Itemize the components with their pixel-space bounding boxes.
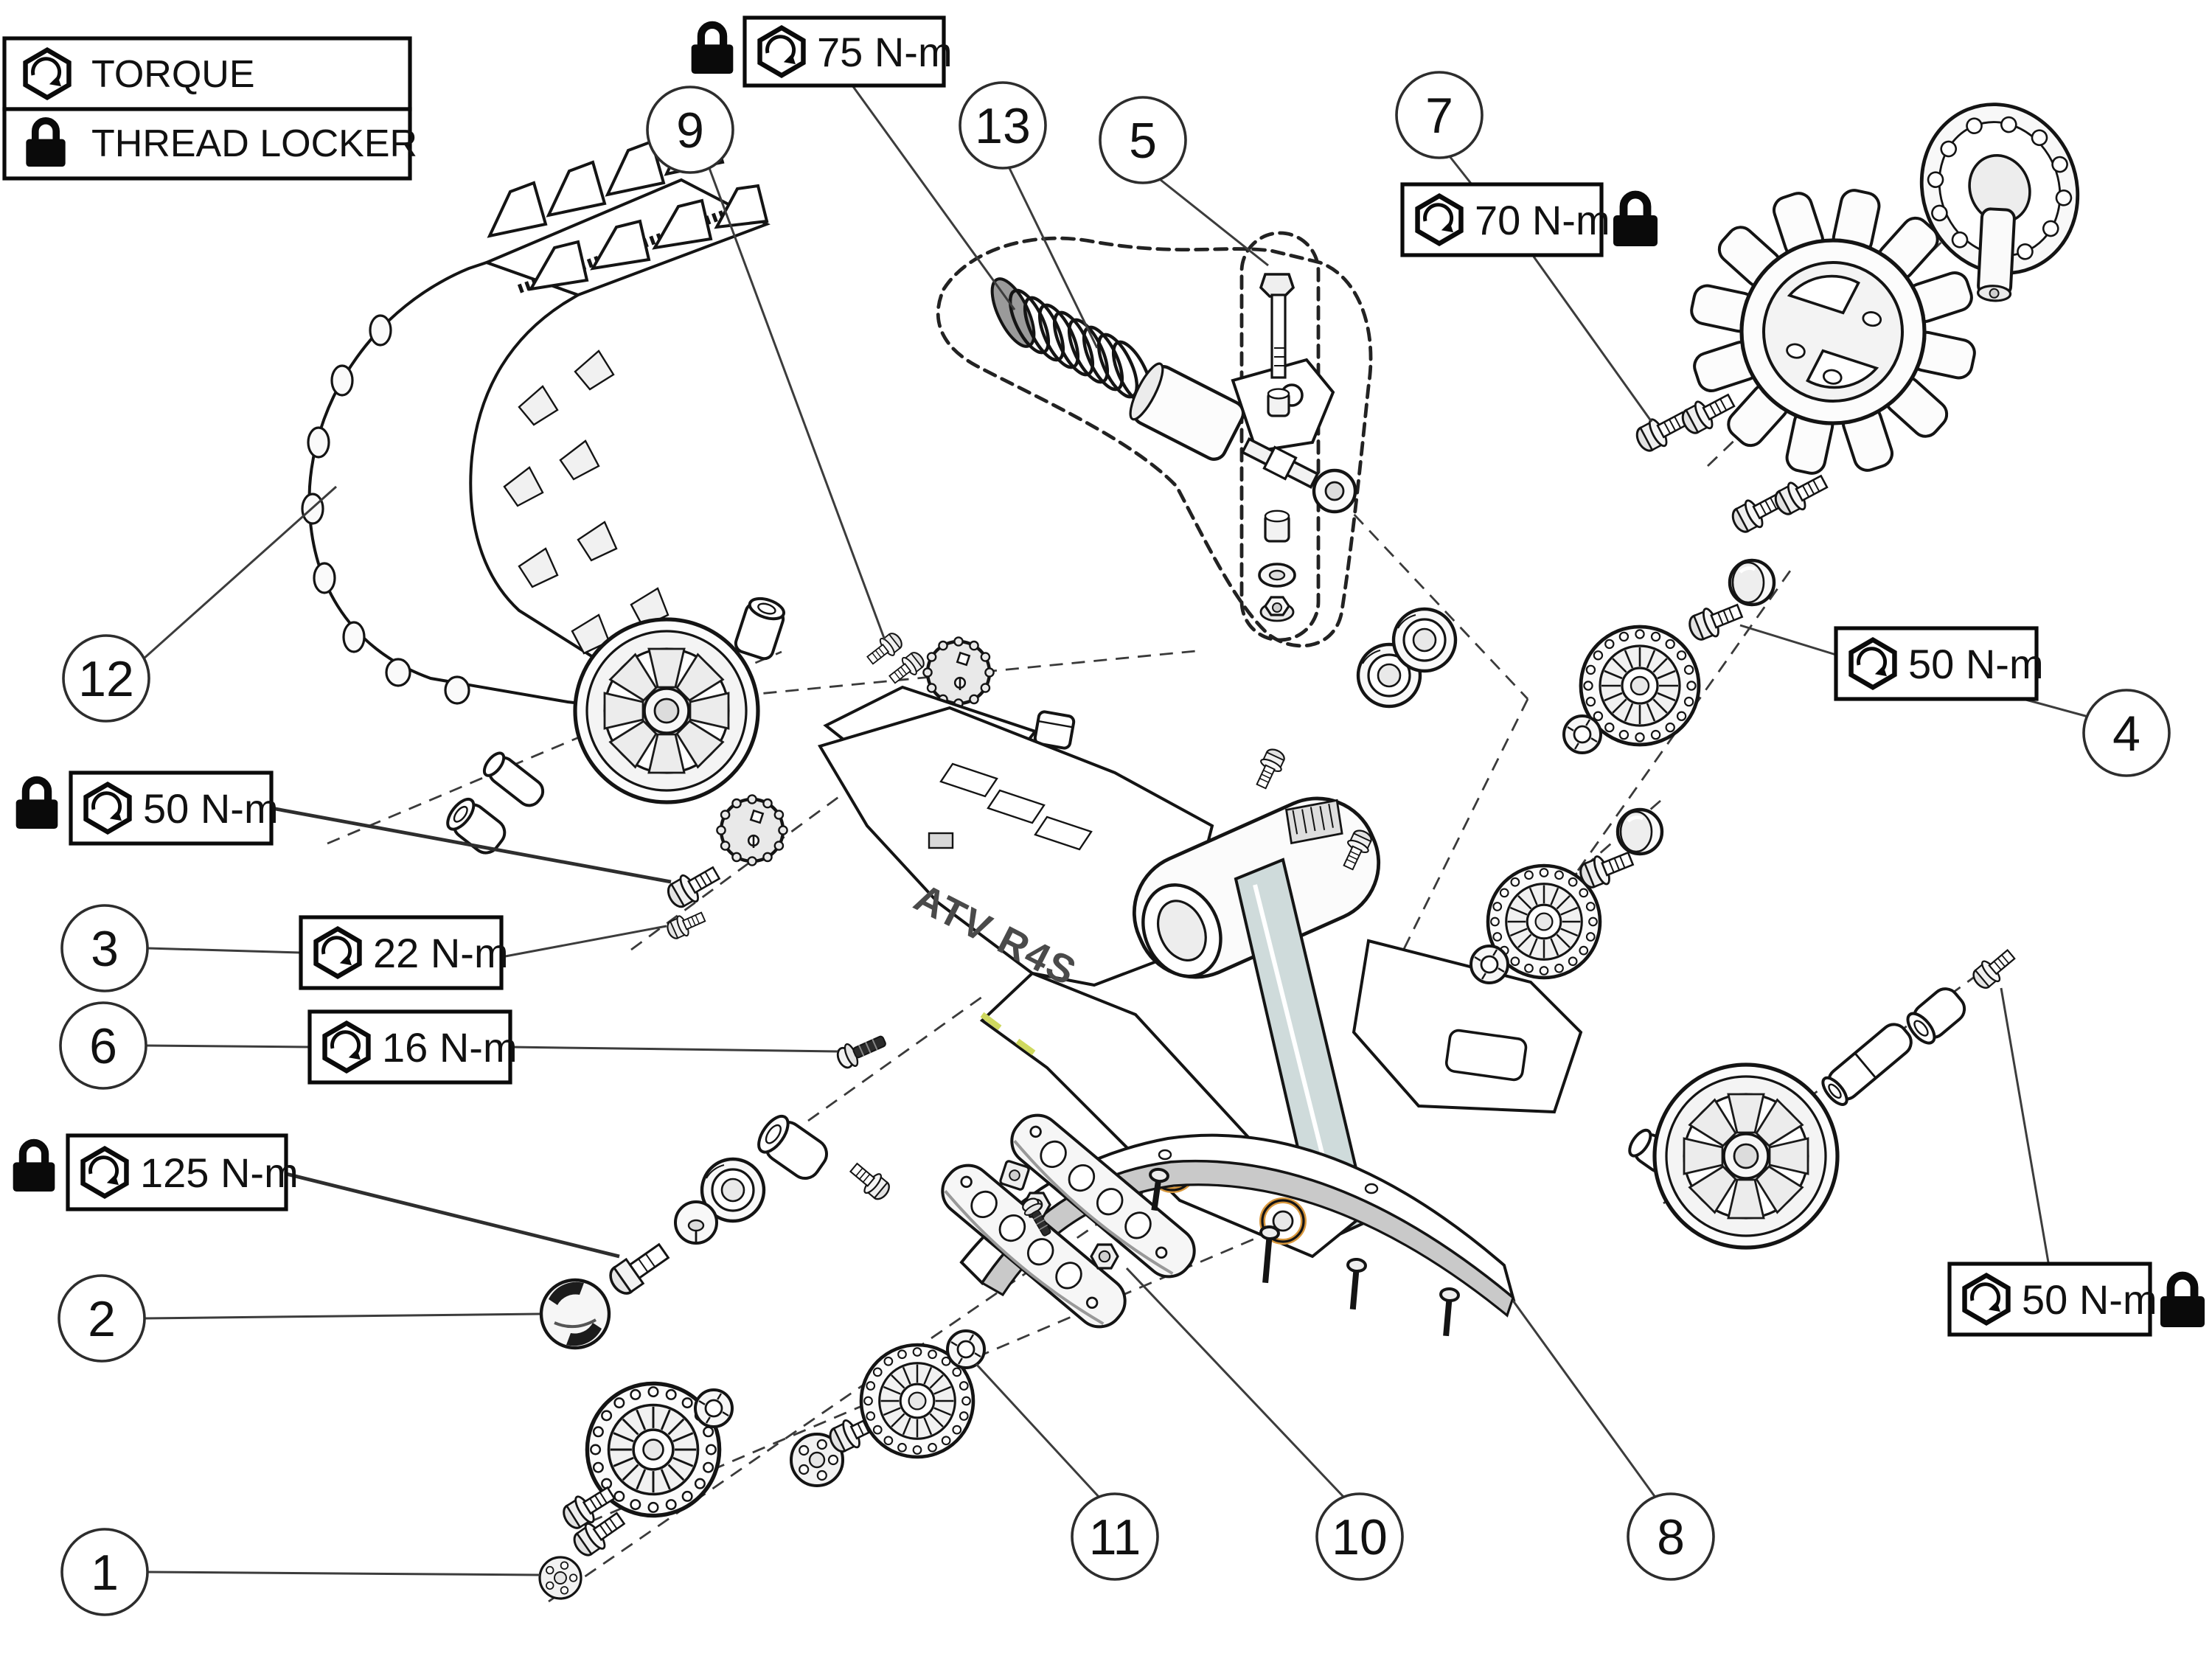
right-spacer-tube [1906,987,1966,1045]
idler-washer-lower [1470,945,1509,984]
callout-8[interactable]: 8 [1627,1492,1715,1581]
legend: TORQUE THREAD LOCKER [2,36,417,181]
svg-text:2: 2 [88,1291,116,1347]
callout-5[interactable]: 5 [1099,96,1187,184]
svg-text:7: 7 [1425,88,1453,144]
hub-cap [539,1278,611,1350]
callout-12[interactable]: 12 [62,634,150,723]
svg-text:70 N-m: 70 N-m [1475,197,1610,243]
sprocket-bolt-4 [1770,467,1832,521]
svg-text:75 N-m: 75 N-m [817,29,953,75]
torque-label-75: 75 N-m [692,15,953,88]
drive-sprocket [1687,186,1979,478]
small-sticker [928,832,954,849]
retainer-flange [538,1556,582,1600]
dome-washer [674,1200,718,1245]
tensioner-rod [1240,437,1320,489]
square-nut [999,1160,1030,1191]
idler-bolt-upper [1684,596,1747,646]
hub-washer-left [694,1388,734,1428]
key-block [1033,710,1076,750]
callout-13[interactable]: 13 [959,81,1047,170]
torque-label-16: 16 N-m [307,1009,518,1085]
svg-text:3: 3 [91,921,119,977]
tensioner-hardware [1258,273,1296,622]
torque-label-50-bottom: 50 N-m [1947,1262,2205,1337]
spacer-tube-mid [757,1114,828,1180]
bearing-race-front [1394,609,1455,671]
arm-bolt-1 [1250,745,1289,792]
swing-arm: ATV R4S [817,685,1583,1259]
swing-arm-vents [939,762,1093,851]
thread-locker-lock-icon [2160,1276,2205,1327]
svg-text:50 N-m: 50 N-m [1908,641,2044,687]
track-inner-lugs [503,349,669,655]
track-segment [301,119,771,705]
idler-washer-upper [1562,714,1602,754]
tensioner-body [1129,362,1245,461]
svg-text:9: 9 [676,102,704,159]
callout-7[interactable]: 7 [1395,71,1484,159]
svg-text:4: 4 [2112,706,2140,762]
leader-lines [142,85,2089,1576]
tensioner-assembly [936,231,1373,648]
svg-text:TORQUE: TORQUE [91,53,255,96]
legend-row-thread-locker [2,107,412,181]
callout-6[interactable]: 6 [59,1001,147,1090]
legend-row-torque [2,36,412,111]
hex-nut-2 [1090,1243,1119,1270]
torque-label-125: 125 N-m [13,1133,299,1211]
hub-washer-right [946,1329,986,1369]
right-axle-bolt [1968,944,2020,994]
svg-text:5: 5 [1129,113,1157,169]
svg-text:16 N-m: 16 N-m [382,1024,518,1071]
svg-text:22 N-m: 22 N-m [373,930,509,976]
torque-label-50-left: 50 N-m [16,771,279,846]
svg-text:11: 11 [1089,1509,1141,1565]
callout-11[interactable]: 11 [1071,1492,1159,1581]
thread-locker-lock-icon [1613,195,1658,246]
svg-text:50 N-m: 50 N-m [143,785,279,832]
callouts: 1 2 3 4 5 6 7 8 9 10 11 12 13 [58,71,2171,1616]
callout-4[interactable]: 4 [2082,689,2171,777]
track-edge-scallops [301,314,470,705]
adjuster-screw [664,906,709,943]
callout-10[interactable]: 10 [1315,1492,1404,1581]
svg-text:13: 13 [975,98,1031,154]
callout-9[interactable]: 9 [646,86,734,174]
idler-cap-upper [1730,560,1774,605]
svg-text:125 N-m: 125 N-m [140,1150,299,1196]
torque-label-22: 22 N-m [299,915,509,990]
top-screw-1 [863,628,906,669]
svg-text:8: 8 [1657,1509,1685,1565]
axle-hex-bolt [609,1242,670,1295]
svg-text:6: 6 [89,1018,117,1074]
clamp-screw [833,1028,891,1073]
right-axle-pin [1821,1023,1913,1106]
mount-studs [1149,1167,1460,1337]
idler-cap-lower [1618,810,1662,854]
cam-adjuster-disc-lower [717,795,787,865]
torque-label-50-right: 50 N-m [1834,626,2044,701]
road-wheel-left [575,619,758,802]
road-wheel-right [1655,1065,1837,1248]
callout-3[interactable]: 3 [60,904,149,992]
callout-1[interactable]: 1 [60,1528,149,1616]
svg-text:50 N-m: 50 N-m [2022,1276,2157,1323]
thread-locker-lock-icon [692,25,734,74]
torque-label-70: 70 N-m [1400,182,1658,257]
thread-locker-lock-icon [16,780,58,829]
hub-flange [1919,102,2080,302]
callout-2[interactable]: 2 [58,1274,146,1363]
svg-text:12: 12 [78,651,134,707]
svg-text:10: 10 [1332,1509,1388,1565]
thread-locker-lock-icon [13,1143,55,1192]
arm-bolt-3 [845,1158,894,1205]
idler-bolt-lower [1575,844,1638,894]
torque-labels: 75 N-m 70 N-m 50 N-m 22 N-m 16 N-m 1 [13,15,2205,1337]
left-wheel-spacers [446,597,786,855]
svg-text:1: 1 [91,1545,119,1601]
svg-text:THREAD LOCKER: THREAD LOCKER [91,122,417,165]
